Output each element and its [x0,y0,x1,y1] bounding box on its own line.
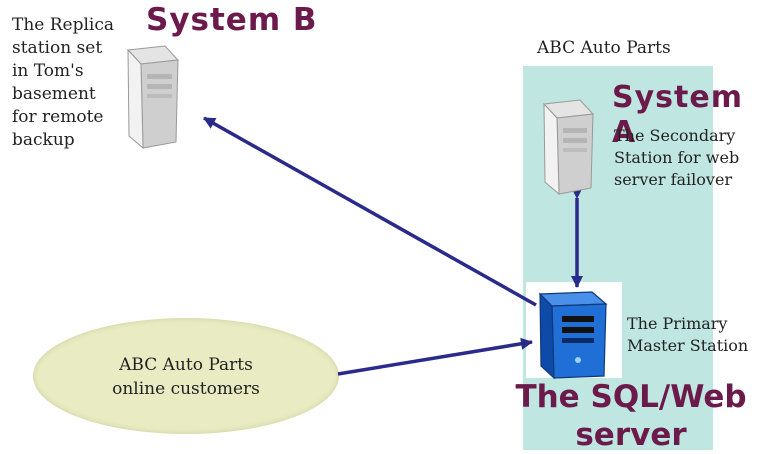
customers-line: online customers [112,379,260,399]
customers-ellipse [33,318,339,434]
system-b-title: System B [146,2,318,38]
sql-web-title-line2: server [575,417,687,453]
replica-line: backup [12,130,75,150]
replica-description: The Replica station set in Tom's basemen… [12,14,132,152]
customers-line: ABC Auto Parts [119,355,253,375]
system-a-title: System A [612,80,743,150]
replica-line: basement [12,84,96,104]
secondary-line: server failover [614,170,733,189]
replica-server-icon [126,45,180,150]
secondary-line: Station for web [614,148,740,167]
abc-site-label: ABC Auto Parts [537,38,671,58]
sql-web-title-line1: The SQL/Web [515,379,747,415]
arrow-to-replica [203,116,537,307]
primary-line: Master Station [627,336,749,355]
primary-line: The Primary [627,314,728,333]
primary-description: The Primary Master Station [627,313,777,357]
customers-label: ABC Auto Parts online customers [33,353,339,401]
replica-line: The Replica [12,15,115,35]
secondary-description: The Secondary Station for web server fai… [614,125,774,191]
replica-line: for remote [12,107,104,127]
primary-server-icon [538,291,608,380]
replica-line: station set [12,38,103,58]
secondary-line: The Secondary [614,126,736,145]
secondary-server-icon [542,99,595,196]
arrow-customers-to-primary [337,337,533,376]
replica-line: in Tom's [12,61,84,81]
